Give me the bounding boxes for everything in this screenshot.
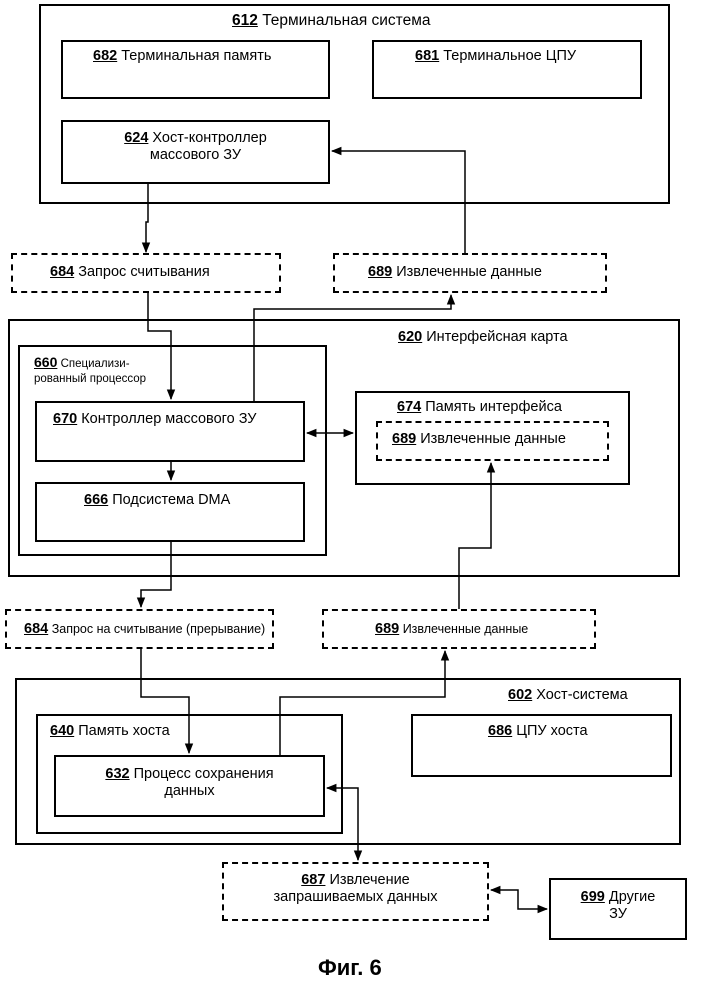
arrow-host-controller-to-read-request (146, 184, 148, 252)
host-system-label: 602 Хост-система (508, 687, 628, 704)
data-storage-process-label: 632 Процесс сохранения данных (54, 766, 325, 800)
host-controller-label: 624 Хост-контроллер массового ЗУ (61, 130, 330, 164)
host-memory-label: 640 Память хоста (50, 723, 170, 740)
special-processor-label: 660 Специализи- рованный процессор (34, 355, 146, 387)
interface-card-label: 620 Интерфейсная карта (398, 329, 568, 346)
retrieved-data-1-label: 689 Извлеченные данные (368, 264, 542, 281)
arrow-controller-to-retrieved-data (254, 295, 451, 401)
read-request-1-label: 684 Запрос считывания (50, 264, 210, 281)
arrow-storage-extraction (327, 788, 358, 860)
arrow-extraction-other-storage (491, 890, 547, 909)
terminal-memory-label: 682 Терминальная память (93, 48, 271, 65)
figure-caption: Фиг. 6 (318, 955, 382, 981)
retrieved-data-2-label: 689 Извлеченные данные (375, 621, 528, 638)
mass-storage-controller-label: 670 Контроллер массового ЗУ (53, 411, 257, 428)
other-storage-label: 699 Другие ЗУ (549, 889, 687, 923)
terminal-system-label: 612 Терминальная система (232, 12, 431, 29)
arrow-dma-to-read-request-2 (141, 542, 171, 607)
read-request-2-label: 684 Запрос на считывание (прерывание) (24, 621, 265, 638)
arrow-retrieved-data-to-host-controller (332, 151, 465, 253)
arrow-storage-to-retrieved-data-2 (280, 651, 445, 755)
dma-subsystem-label: 666 Подсистема DMA (84, 492, 230, 509)
interface-memory-label: 674 Память интерфейса (397, 399, 562, 416)
terminal-cpu-label: 681 Терминальное ЦПУ (415, 48, 576, 65)
arrow-read-request-to-controller (148, 293, 171, 399)
data-extraction-label: 687 Извлечение запрашиваемых данных (222, 872, 489, 906)
host-cpu-label: 686 ЦПУ хоста (488, 723, 588, 740)
retrieved-data-inner-label: 689 Извлеченные данные (392, 431, 566, 448)
arrow-retrieved-data-2-to-inner (459, 463, 491, 609)
